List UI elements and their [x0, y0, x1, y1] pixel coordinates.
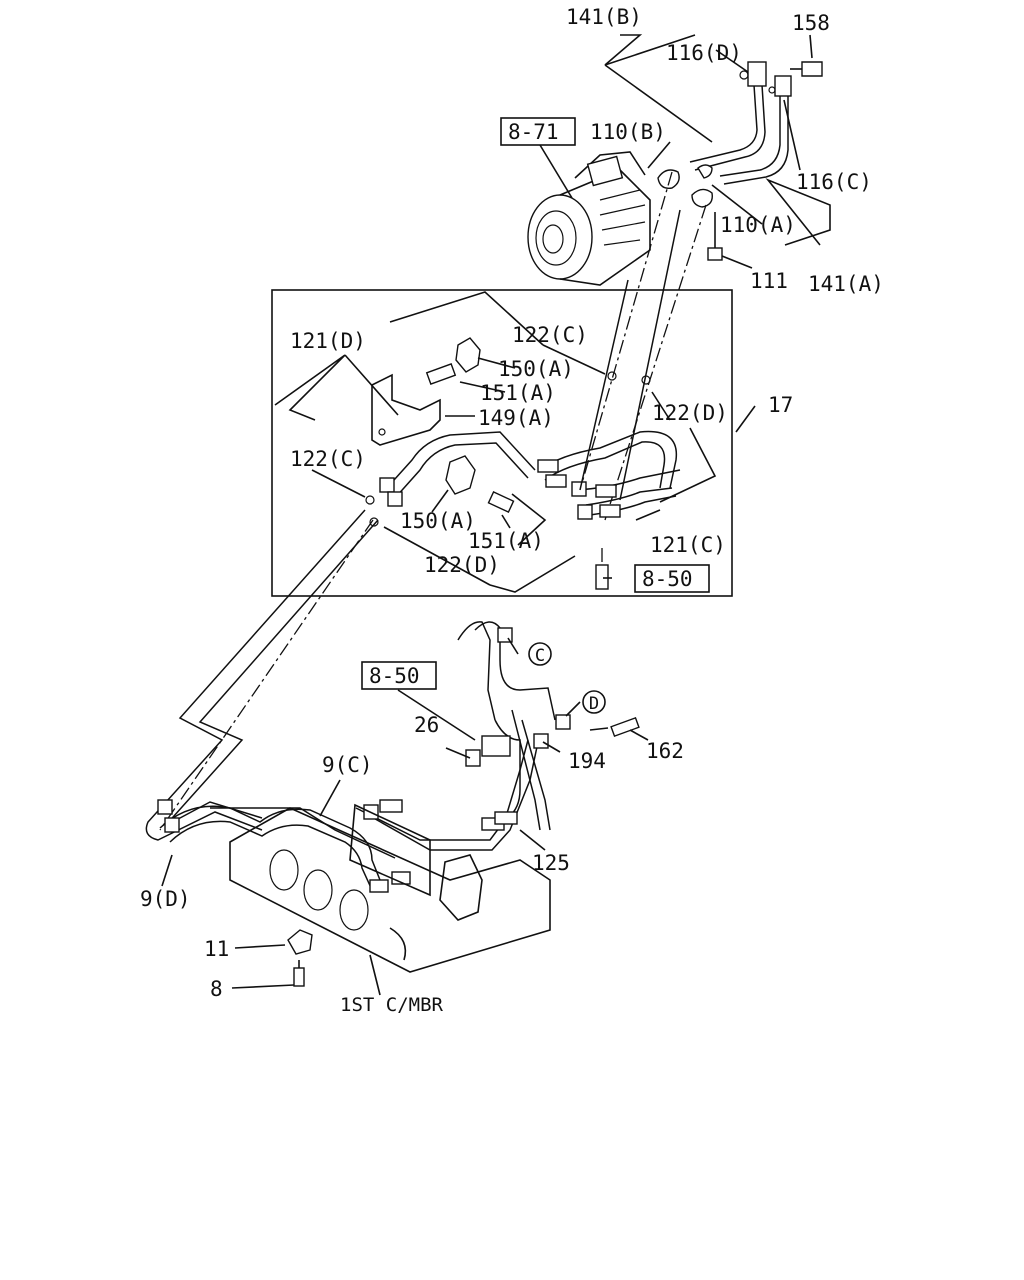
label-150a-top: 150(A)	[498, 357, 574, 381]
hose-141	[657, 61, 823, 261]
label-122d-bot: 122(D)	[424, 553, 500, 577]
label-194: 194	[568, 749, 606, 773]
label-121d: 121(D)	[290, 329, 366, 353]
bolt-111	[707, 247, 723, 261]
label-122d-right: 122(D)	[652, 401, 728, 425]
label-1st-cmbr: 1ST C/MBR	[340, 994, 444, 1016]
label-122c-left: 122(C)	[290, 447, 366, 471]
label-162: 162	[646, 739, 684, 763]
label-11: 11	[204, 937, 229, 961]
label-149a: 149(A)	[478, 406, 554, 430]
label-116d: 116(D)	[666, 41, 742, 65]
label-8-50-upper: 8-50	[642, 567, 693, 591]
ref-box-8-71	[500, 117, 576, 146]
label-150a-bot: 150(A)	[400, 509, 476, 533]
label-151a-bot: 151(A)	[468, 529, 544, 553]
fitting-116c	[774, 75, 792, 97]
label-141b: 141(B)	[566, 5, 642, 29]
label-116c: 116(C)	[796, 170, 872, 194]
label-17: 17	[768, 393, 793, 417]
label-158: 158	[792, 11, 830, 35]
lower-assembly	[157, 621, 640, 987]
fitting-116d	[747, 61, 767, 87]
label-111: 111	[750, 269, 788, 293]
label-122c-top: 122(C)	[512, 323, 588, 347]
label-151a-top: 151(A)	[480, 381, 556, 405]
label-9d: 9(D)	[140, 887, 191, 911]
label-121c: 121(C)	[650, 533, 726, 557]
callout-d-circle	[582, 690, 606, 714]
label-141a: 141(A)	[808, 272, 884, 296]
compressor	[527, 151, 651, 286]
label-8-50-lower: 8-50	[369, 664, 420, 688]
label-26: 26	[414, 713, 439, 737]
callout-c: C	[535, 646, 545, 666]
detail-box-17	[271, 289, 733, 597]
callout-c-circle	[528, 642, 552, 666]
label-125: 125	[532, 851, 570, 875]
ref-box-8-50-lower	[361, 661, 437, 690]
label-110a: 110(A)	[720, 213, 796, 237]
label-8-71: 8-71	[508, 120, 559, 144]
callout-d: D	[589, 694, 599, 714]
long-pipe	[145, 209, 681, 841]
label-9c: 9(C)	[322, 753, 373, 777]
label-110b: 110(B)	[590, 120, 666, 144]
leaders	[161, 34, 831, 996]
label-8: 8	[210, 977, 223, 1001]
ref-box-8-50-upper	[634, 564, 710, 593]
